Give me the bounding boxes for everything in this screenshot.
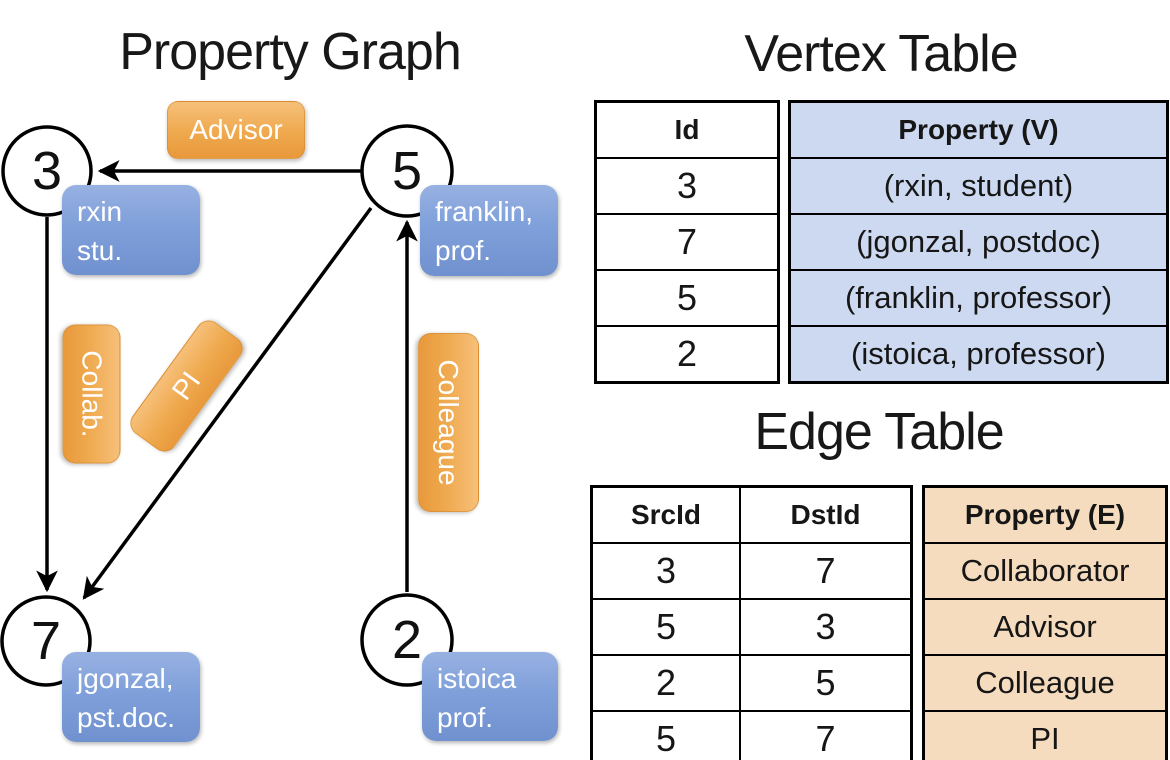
- vertex-table-id-column: Id 3 7 5 2: [594, 100, 780, 384]
- node-id-7: 7: [30, 611, 62, 671]
- vertex-table: Id 3 7 5 2 Property (V) (rxin, student) …: [594, 100, 1169, 384]
- node-label-line: franklin,: [435, 196, 534, 227]
- column-header: Id: [674, 114, 700, 145]
- table-row: (rxin, student): [791, 157, 1166, 213]
- table-row: Collaborator: [925, 542, 1165, 598]
- edge-label-colleague: Colleague: [418, 333, 479, 512]
- node-label-line: prof.: [435, 235, 492, 266]
- table-row: (jgonzal, postdoc): [791, 213, 1166, 269]
- node-id-5: 5: [391, 141, 423, 201]
- table-row: 3: [597, 157, 777, 213]
- table-row: 3 7: [593, 542, 910, 598]
- edge-table: SrcId DstId 3 7 5 3 2 5 5 7 Property (E): [590, 485, 1168, 760]
- vertex-table-property-column: Property (V) (rxin, student) (jgonzal, p…: [788, 100, 1169, 384]
- vertex-table-title: Vertex Table: [744, 25, 1018, 83]
- node-label-line: pst.doc.: [77, 702, 176, 733]
- table-row: 2 5: [593, 654, 910, 710]
- property-graph-title: Property Graph: [119, 23, 462, 81]
- table-column-gap: [780, 100, 788, 384]
- node-label-jgonzal: jgonzal, pst.doc.: [62, 652, 200, 742]
- table-row: 2: [597, 325, 777, 381]
- node-id-3: 3: [31, 141, 63, 201]
- column-header: Property (E): [964, 499, 1126, 530]
- table-row: 5 7: [593, 710, 910, 760]
- table-row: Colleague: [925, 654, 1165, 710]
- node-id-2: 2: [391, 610, 423, 670]
- table-row: 5: [597, 269, 777, 325]
- node-label-line: prof.: [437, 702, 494, 733]
- column-header: SrcId: [630, 499, 702, 530]
- edge-table-property-column: Property (E) Collaborator Advisor Collea…: [922, 485, 1168, 760]
- table-column-gap: [913, 485, 922, 760]
- edge-pi-5-to-7: [82, 206, 373, 600]
- edge-label-advisor: Advisor: [167, 101, 305, 159]
- column-header: Property (V): [898, 114, 1059, 145]
- node-label-line: jgonzal,: [77, 663, 174, 694]
- edge-table-id-columns: SrcId DstId 3 7 5 3 2 5 5 7: [590, 485, 913, 760]
- table-row: Advisor: [925, 598, 1165, 654]
- node-label-rxin: rxin stu.: [62, 185, 200, 275]
- table-row: (franklin, professor): [791, 269, 1166, 325]
- edge-label-collab: Collab.: [62, 324, 121, 464]
- table-row: 5 3: [593, 598, 910, 654]
- table-row: 7: [597, 213, 777, 269]
- node-label-line: stu.: [77, 235, 123, 266]
- node-label-line: rxin: [77, 196, 123, 227]
- edge-table-title: Edge Table: [754, 403, 1004, 461]
- node-label-line: istoica: [437, 663, 517, 694]
- node-label-franklin: franklin, prof.: [420, 185, 558, 276]
- column-header: DstId: [739, 488, 910, 542]
- table-row: (istoica, professor): [791, 325, 1166, 381]
- node-label-istoica: istoica prof.: [422, 652, 558, 741]
- table-row: PI: [925, 710, 1165, 760]
